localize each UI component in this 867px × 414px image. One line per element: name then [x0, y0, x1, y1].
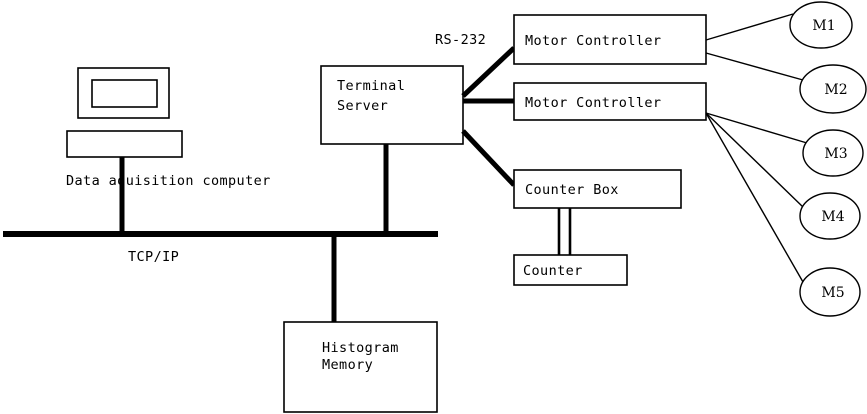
link-motor-controller-2-to-m4	[705, 112, 805, 209]
motor-m5-label: M5	[821, 285, 844, 301]
motor-node-m3[interactable]: M3	[802, 129, 864, 177]
motor-node-m5[interactable]: M5	[799, 267, 861, 317]
counter-box-node[interactable]: Counter Box	[513, 169, 682, 209]
motor-m1-ellipse	[789, 1, 853, 49]
motor-m4-label: M4	[821, 209, 844, 225]
link-terminal-server-to-counter-box	[461, 129, 516, 187]
motor-m3-label: M3	[824, 146, 847, 162]
motor-m5-ellipse	[799, 267, 861, 317]
rs232-link-label: RS-232	[435, 32, 486, 48]
motor-m1-label: M1	[812, 18, 835, 34]
computer-screen-icon	[91, 79, 158, 108]
motor-controller-1-node[interactable]: Motor Controller	[513, 14, 707, 65]
terminal-server-label-line2: Server	[337, 98, 388, 114]
motor-node-m1[interactable]: M1	[789, 1, 853, 49]
histogram-memory-label-line2: Memory	[322, 357, 373, 373]
motor-m4-ellipse	[799, 192, 861, 240]
computer-base-icon	[66, 130, 183, 158]
motor-m2-label: M2	[824, 82, 847, 98]
motor-node-m4[interactable]: M4	[799, 192, 861, 240]
tcpip-bus-label: TCP/IP	[128, 249, 179, 265]
link-motor-controller-1-to-m2	[705, 52, 804, 81]
link-motor-controller-2-to-m5	[705, 112, 804, 283]
counter-box-label: Counter Box	[525, 182, 619, 198]
motor-controller-2-box	[513, 82, 707, 121]
histogram-memory-node[interactable]: Histogram Memory	[283, 321, 438, 413]
counter-node[interactable]: Counter	[513, 254, 628, 286]
data-acquisition-computer-label: Data aquisition computer	[66, 173, 271, 189]
data-acquisition-computer[interactable]	[66, 67, 183, 158]
motor-node-m2[interactable]: M2	[799, 64, 867, 114]
counter-box-rect	[513, 169, 682, 209]
terminal-server-node[interactable]: Terminal Server	[320, 65, 464, 145]
motor-m3-ellipse	[802, 129, 864, 177]
motor-m2-ellipse	[799, 64, 867, 114]
link-terminal-server-to-motor-controller-1	[461, 46, 516, 98]
terminal-server-label-line1: Terminal	[337, 78, 405, 94]
counter-rect	[513, 254, 628, 286]
motor-controller-2-node[interactable]: Motor Controller	[513, 82, 707, 121]
motor-controller-2-label: Motor Controller	[525, 95, 661, 111]
terminal-server-box	[320, 65, 464, 145]
histogram-memory-box	[283, 321, 438, 413]
link-motor-controller-2-to-m3	[705, 112, 808, 144]
counter-label: Counter	[523, 263, 583, 279]
histogram-memory-label-line1: Histogram	[322, 340, 399, 356]
motor-controller-1-box	[513, 14, 707, 65]
motor-controller-1-label: Motor Controller	[525, 33, 661, 49]
link-motor-controller-1-to-m1	[705, 13, 794, 41]
